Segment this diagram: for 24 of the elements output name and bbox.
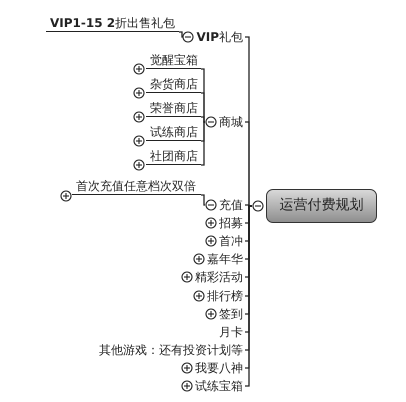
topic-label: 充值 — [219, 198, 243, 212]
topic-label: 月卡 — [219, 325, 243, 339]
subtopic-label: 首次充值任意档次双倍 — [72, 179, 201, 195]
subtopic-label: 觉醒宝箱 — [146, 53, 201, 69]
subtopic-label: 试练商店 — [146, 125, 201, 141]
topic-label: 试练宝箱 — [195, 379, 243, 393]
subtopic-label: 荣誉商店 — [146, 101, 201, 117]
topic-label: 嘉年华 — [207, 252, 243, 266]
topic-label: 我要八神 — [195, 361, 243, 375]
topic-label: 签到 — [219, 307, 243, 321]
subtopic-label: VIP1-15 2折出售礼包 — [46, 16, 179, 32]
connector — [201, 121, 206, 166]
topic-label: 商城 — [219, 115, 243, 129]
subtopic-label: 社团商店 — [146, 149, 201, 165]
topic-label: 首冲 — [219, 234, 243, 248]
connector — [245, 121, 252, 207]
topic-label: VIP礼包 — [196, 30, 243, 44]
topic-label: 其他游戏：还有投资计划等 — [99, 343, 243, 357]
topic-label: 精彩活动 — [195, 270, 243, 284]
subtopic-label: 杂货商店 — [146, 77, 201, 93]
connector — [201, 194, 206, 206]
topic-label: 招募 — [219, 216, 243, 230]
root-topic-box: 运营付费规划 — [266, 189, 377, 223]
topic-label: 排行榜 — [207, 289, 243, 303]
